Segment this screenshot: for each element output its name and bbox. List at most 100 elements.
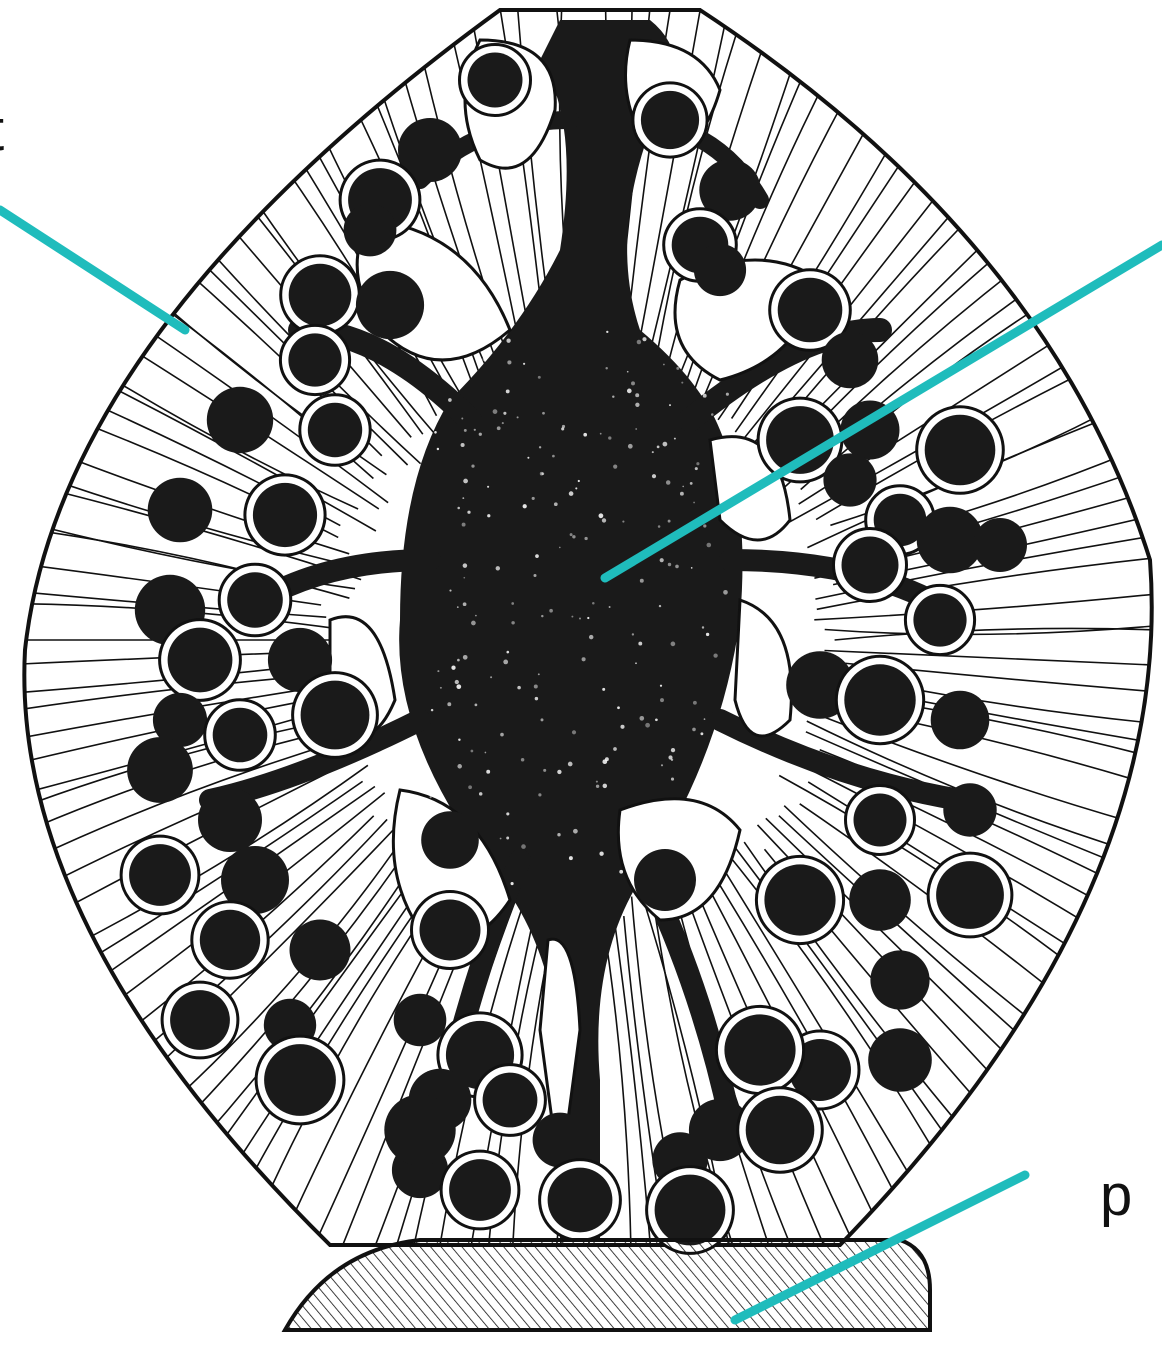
speckle-dot — [613, 465, 617, 469]
speckle-dot — [571, 616, 573, 618]
speckle-dot — [538, 793, 541, 796]
speckle-dot — [692, 728, 696, 732]
speckle-dot — [535, 554, 539, 558]
speckle-dot — [557, 833, 560, 836]
speckle-dot — [460, 338, 462, 340]
speckle-dot — [691, 567, 693, 569]
speckle-dot — [506, 651, 509, 654]
speckle-dot — [462, 523, 466, 527]
speckle-dot — [475, 615, 477, 617]
speckle-dot — [541, 472, 544, 475]
speckle-dot — [517, 686, 521, 690]
speckle-dot — [705, 865, 707, 867]
speckle-dot — [475, 704, 478, 707]
nucleus — [540, 1160, 621, 1241]
speckle-dot — [669, 404, 671, 406]
hatched-base — [285, 1240, 930, 1330]
speckle-dot — [635, 428, 637, 430]
speckle-dot — [702, 329, 705, 332]
speckle-dot — [506, 837, 509, 840]
nucleus — [356, 271, 424, 339]
speckle-dot — [635, 662, 637, 664]
nucleus — [280, 325, 349, 394]
speckle-dot — [612, 395, 614, 397]
speckle-dot — [622, 521, 624, 523]
speckle-dot — [511, 602, 514, 605]
speckle-dot — [675, 565, 679, 569]
speckle-dot — [439, 348, 444, 353]
speckle-dot — [521, 758, 525, 762]
nucleus — [293, 673, 378, 758]
nucleus — [127, 737, 193, 803]
nucleus — [870, 950, 929, 1009]
nucleus — [928, 853, 1012, 937]
speckle-dot — [715, 821, 718, 824]
speckle-dot — [696, 462, 699, 465]
speckle-dot — [559, 547, 561, 549]
speckle-dot — [461, 418, 463, 420]
speckle-dot — [462, 497, 464, 499]
nucleus — [475, 1065, 546, 1136]
speckle-dot — [457, 507, 460, 510]
nucleus — [634, 849, 696, 911]
nucleus — [344, 204, 397, 257]
speckle-dot — [479, 433, 482, 436]
speckle-dot — [471, 621, 476, 626]
speckle-dot — [487, 486, 489, 488]
speckle-dot — [640, 579, 644, 583]
speckle-dot — [605, 367, 607, 369]
speckle-dot — [660, 558, 664, 562]
speckle-dot — [703, 524, 706, 527]
speckle-dot — [549, 609, 553, 613]
speckle-dot — [502, 422, 504, 424]
speckle-dot — [635, 403, 639, 407]
speckle-dot — [620, 725, 624, 729]
speckle-dot — [584, 537, 587, 540]
speckle-dot — [503, 412, 506, 415]
speckle-dot — [485, 752, 487, 754]
speckle-dot — [613, 747, 617, 751]
speckle-dot — [511, 882, 514, 885]
nucleus — [412, 892, 489, 969]
nucleus — [290, 920, 351, 981]
speckle-dot — [433, 342, 435, 344]
speckle-dot — [628, 844, 630, 846]
speckle-dot — [575, 487, 577, 489]
nucleus — [756, 856, 843, 943]
speckle-dot — [542, 412, 545, 415]
nucleus — [849, 869, 911, 931]
speckle-dot — [596, 781, 598, 783]
speckle-dot — [479, 792, 483, 796]
speckle-dot — [676, 367, 679, 370]
speckle-dot — [451, 666, 455, 670]
speckle-dot — [467, 511, 470, 514]
speckle-dot — [572, 535, 575, 538]
speckle-dot — [465, 336, 469, 340]
speckle-dot — [503, 660, 508, 665]
speckle-dot — [471, 750, 474, 753]
nucleus — [836, 656, 923, 743]
speckle-dot — [437, 670, 439, 672]
nucleus — [834, 529, 907, 602]
speckle-dot — [561, 427, 564, 430]
speckle-dot — [572, 730, 576, 734]
speckle-dot — [434, 807, 439, 812]
leader-line-top-left — [0, 210, 185, 330]
speckle-dot — [608, 436, 611, 439]
speckle-dot — [463, 602, 467, 606]
speckle-dot — [458, 738, 460, 740]
speckle-dot — [448, 398, 452, 402]
nucleus — [633, 83, 707, 157]
speckle-dot — [671, 642, 676, 647]
nucleus — [256, 1036, 344, 1124]
speckle-dot — [455, 680, 459, 684]
speckle-dot — [535, 697, 538, 700]
speckle-dot — [463, 577, 465, 579]
speckle-dot — [723, 590, 728, 595]
speckle-dot — [523, 363, 525, 365]
speckle-dot — [440, 687, 442, 689]
speckle-dot — [642, 337, 646, 341]
speckle-dot — [457, 606, 459, 608]
speckle-dot — [700, 732, 703, 735]
speckle-dot — [449, 590, 451, 592]
